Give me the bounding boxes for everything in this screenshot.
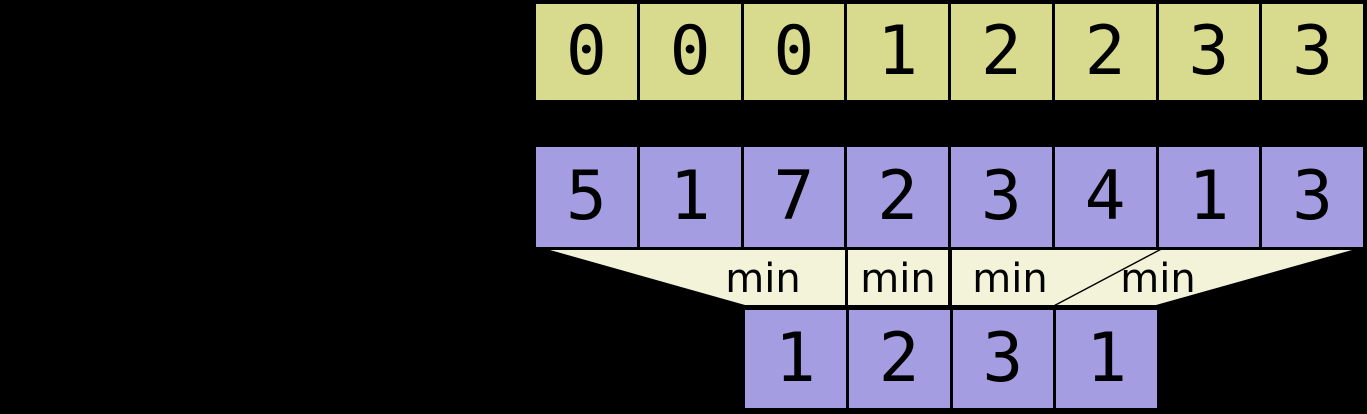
array-row: 5 1 7 2 3 4 1 3 xyxy=(533,144,1366,250)
array-cell: 1 xyxy=(1158,147,1260,247)
result-cell: 1 xyxy=(745,310,846,408)
block-index-cell: 3 xyxy=(1158,4,1260,100)
min-operation-label: min xyxy=(725,255,801,302)
block-index-cell: 0 xyxy=(639,4,741,100)
min-operation-label: min xyxy=(1120,255,1196,302)
array-cell: 3 xyxy=(951,147,1052,247)
result-row: 1 2 3 1 xyxy=(742,307,1160,411)
block-index-cell: 2 xyxy=(1054,4,1156,100)
block-index-cell: 3 xyxy=(1262,4,1363,100)
block-index-cell: 0 xyxy=(536,4,637,100)
array-cell: 4 xyxy=(1054,147,1156,247)
result-cell: 1 xyxy=(1056,310,1157,408)
array-cell: 1 xyxy=(639,147,741,247)
array-cell: 5 xyxy=(536,147,637,247)
min-operation-label: min xyxy=(972,255,1048,302)
array-cell: 7 xyxy=(743,147,845,247)
array-cell: 3 xyxy=(1262,147,1363,247)
block-index-cell: 0 xyxy=(743,4,845,100)
block-index-cell: 1 xyxy=(847,4,948,100)
array-cell: 2 xyxy=(847,147,948,247)
block-index-cell: 2 xyxy=(951,4,1052,100)
result-cell: 2 xyxy=(848,310,950,408)
min-operation-label: min xyxy=(860,255,936,302)
block-index-row: 0 0 0 1 2 2 3 3 xyxy=(533,1,1366,103)
result-cell: 3 xyxy=(952,310,1054,408)
